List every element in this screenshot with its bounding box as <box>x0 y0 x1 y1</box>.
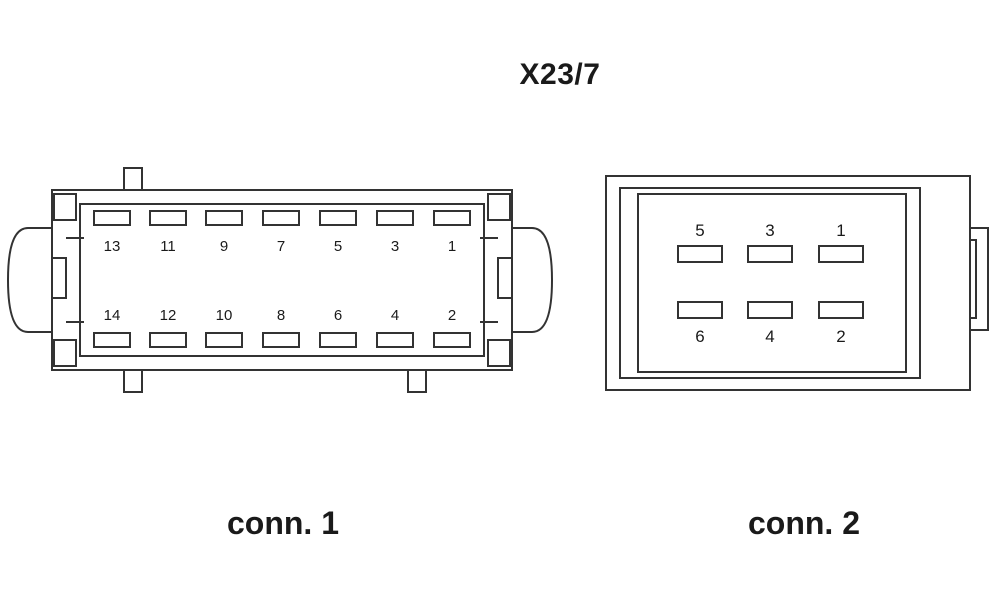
connector-1-left-ear <box>6 227 52 333</box>
pin-number: 2 <box>836 327 845 346</box>
pin-slot <box>677 245 723 263</box>
pin-number: 5 <box>695 221 704 240</box>
connector-1-caption: conn. 1 <box>226 505 339 541</box>
pin-number: 5 <box>334 238 342 255</box>
pin-slot <box>376 332 414 348</box>
connector-2-pins: 5 3 1 6 4 2 <box>677 221 864 346</box>
connector-1-tab <box>407 369 427 393</box>
pin-slot <box>433 332 471 348</box>
pin-slot <box>319 210 357 226</box>
diagram-title: X23/7 <box>519 58 601 91</box>
pin-slot <box>319 332 357 348</box>
pin-number: 4 <box>765 327 774 346</box>
connector-1-inner-frame <box>79 203 485 357</box>
connector-1-tab <box>123 369 143 393</box>
pin-number: 12 <box>160 307 177 324</box>
pin-number: 9 <box>220 238 228 255</box>
pin-number: 3 <box>765 221 774 240</box>
pin-slot <box>747 245 793 263</box>
connector-2-inner-frame <box>619 187 921 379</box>
pin-number: 14 <box>104 307 121 324</box>
connector-1-latch <box>53 339 77 367</box>
pin-number: 1 <box>836 221 845 240</box>
connector-1-latch <box>487 339 511 367</box>
pin-number: 10 <box>216 307 233 324</box>
pin-slot <box>677 301 723 319</box>
pin-number: 2 <box>448 307 456 324</box>
connector-2-pin-field <box>637 193 907 373</box>
pin-number: 1 <box>448 238 456 255</box>
pin-number: 6 <box>334 307 342 324</box>
pin-slot <box>747 301 793 319</box>
connector-2 <box>605 175 989 391</box>
connector-1-lock-window <box>51 257 67 299</box>
pin-number: 6 <box>695 327 704 346</box>
pin-slot <box>818 245 864 263</box>
pin-slot <box>818 301 864 319</box>
connector-1-pins: 13 11 9 7 5 3 1 14 12 10 8 6 4 2 <box>93 210 471 348</box>
pin-number: 8 <box>277 307 285 324</box>
connector-1-latch <box>53 193 77 221</box>
pin-number: 11 <box>160 238 176 255</box>
pin-number: 13 <box>104 238 121 255</box>
pin-slot <box>433 210 471 226</box>
connector-1-tab <box>123 167 143 191</box>
pin-slot <box>262 332 300 348</box>
pin-slot <box>149 332 187 348</box>
pin-slot <box>376 210 414 226</box>
pin-number: 4 <box>391 307 399 324</box>
pin-number: 3 <box>391 238 399 255</box>
connector-1-lock-window <box>497 257 513 299</box>
pin-slot <box>205 332 243 348</box>
pin-slot <box>149 210 187 226</box>
pin-slot <box>93 210 131 226</box>
connector-2-housing <box>605 175 971 391</box>
connector-1-right-ear <box>512 227 554 333</box>
connector-1 <box>6 167 554 393</box>
pin-slot <box>262 210 300 226</box>
pin-slot <box>205 210 243 226</box>
pin-number: 7 <box>277 238 285 255</box>
pin-slot <box>93 332 131 348</box>
connector-2-caption: conn. 2 <box>747 505 860 541</box>
connector-1-latch <box>487 193 511 221</box>
